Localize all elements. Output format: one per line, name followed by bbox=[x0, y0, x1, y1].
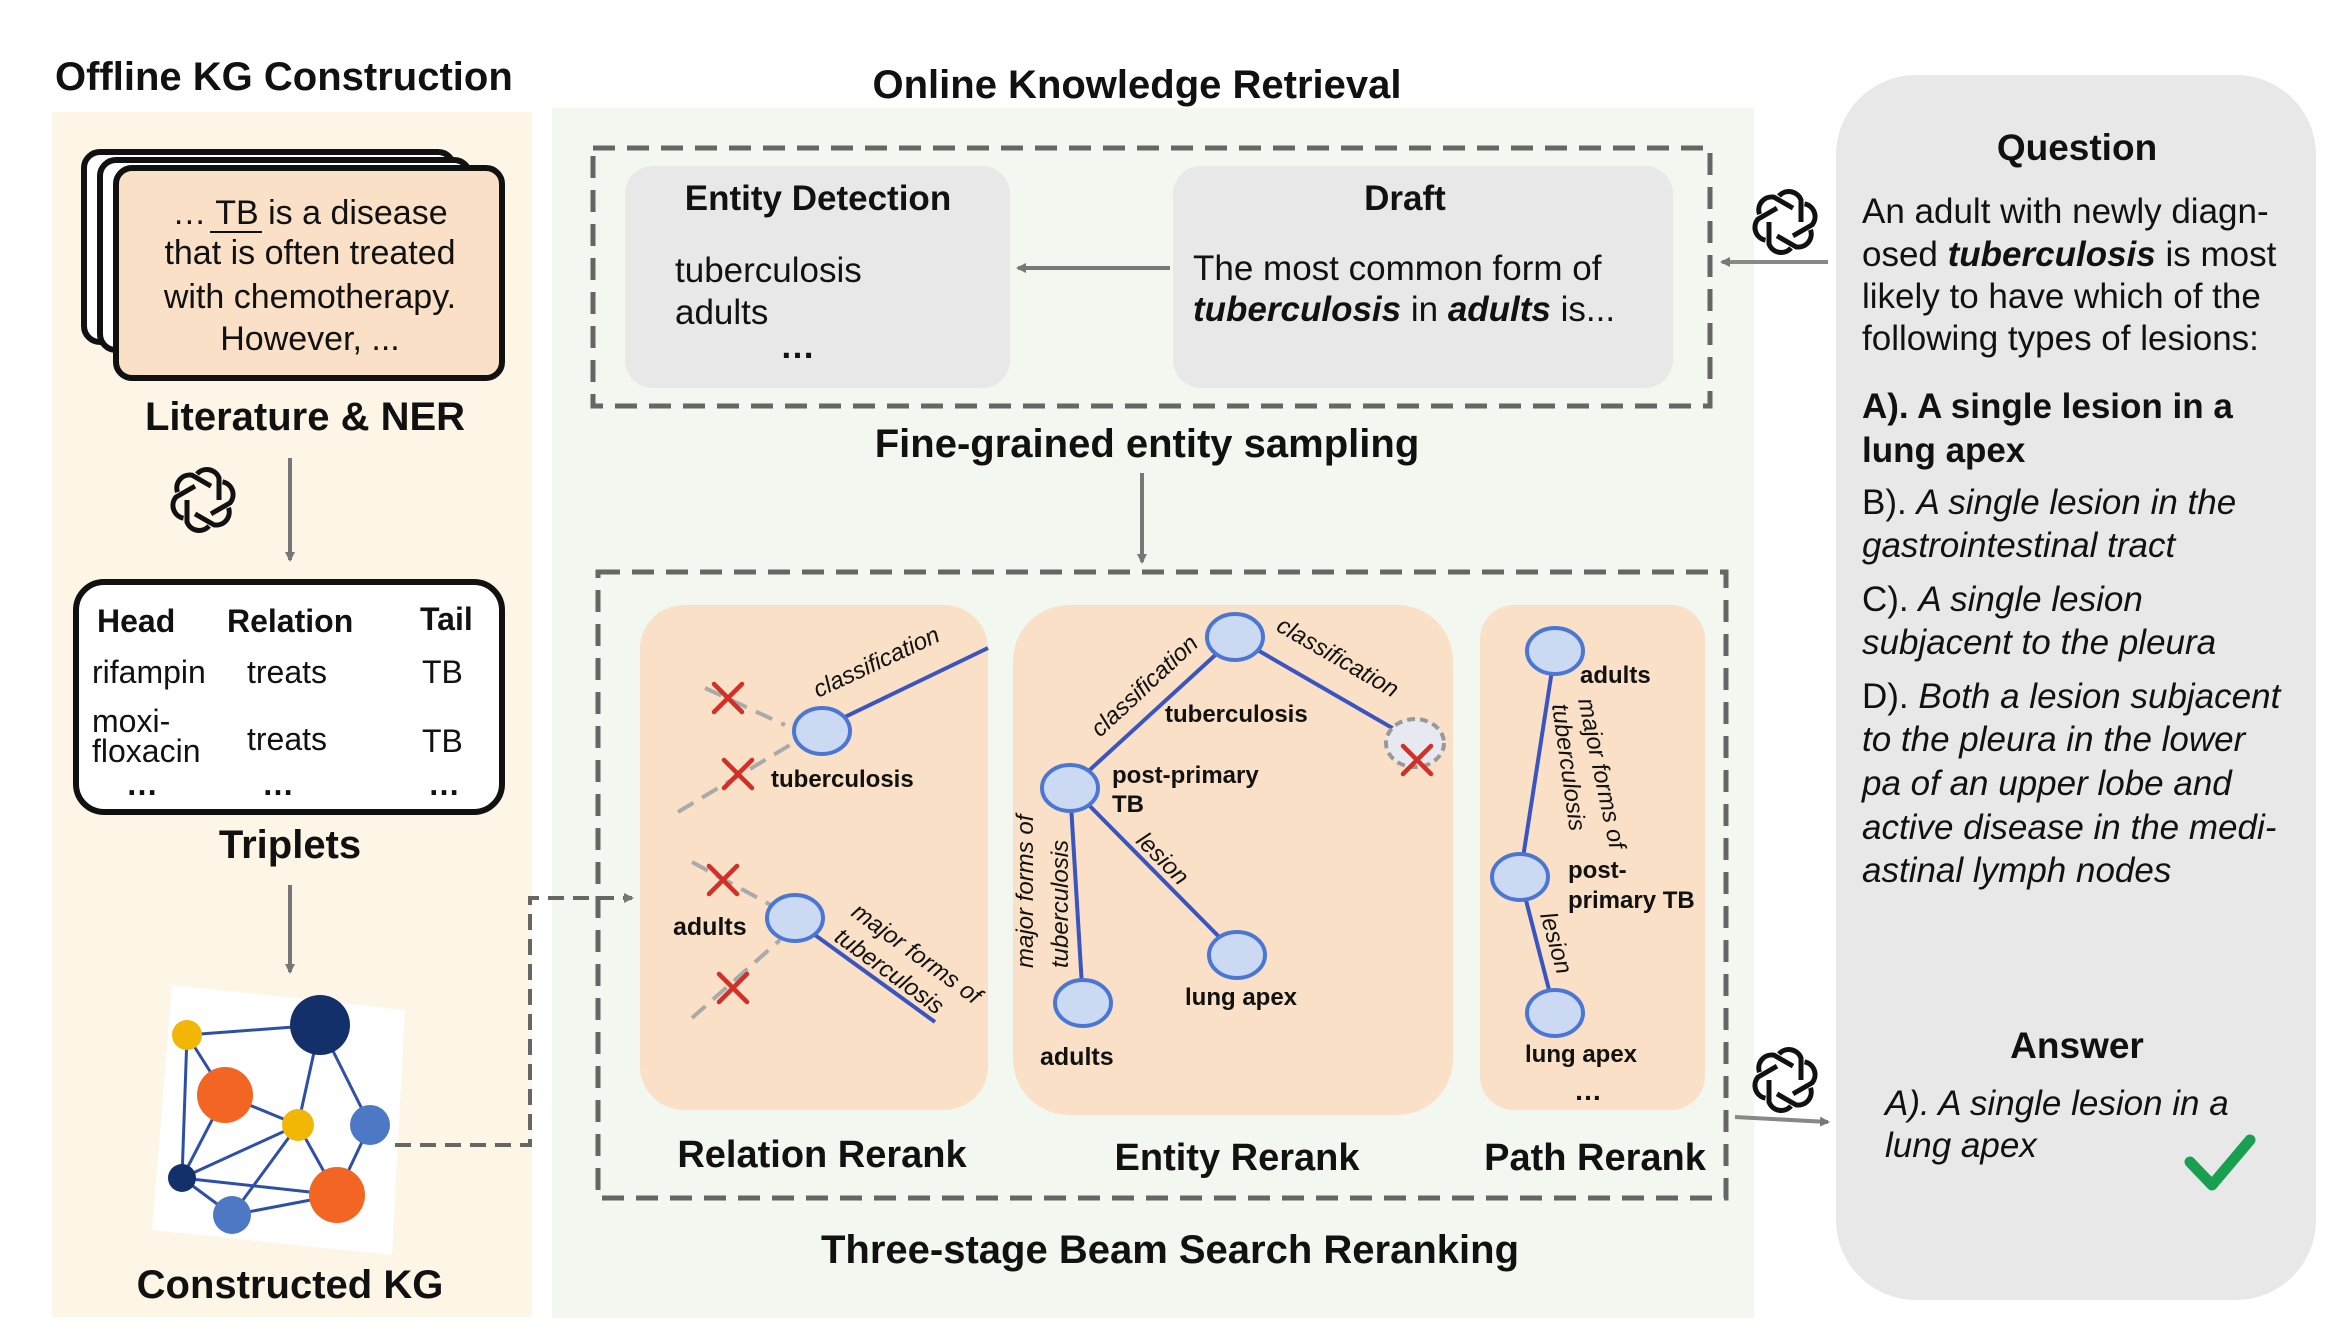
option-a-line-2: lung apex bbox=[1862, 431, 2026, 470]
offline-title: Offline KG Construction bbox=[55, 55, 513, 99]
answer-title: Answer bbox=[2010, 1025, 2144, 1066]
path-rerank-graph bbox=[1490, 626, 1585, 1038]
option-b-line-2: gastrointestinal tract bbox=[1862, 526, 2176, 565]
triplet-row1-head: rifampin bbox=[92, 654, 206, 690]
answer-line-2: lung apex bbox=[1885, 1126, 2038, 1165]
green-check-icon bbox=[2184, 1134, 2256, 1191]
kg-label: Constructed KG bbox=[137, 1263, 444, 1307]
option-b-line-1: B). A single lesion in the bbox=[1862, 483, 2236, 522]
draft-line-1: The most common form of bbox=[1193, 249, 1602, 288]
triplet-row1-tail: TB bbox=[422, 654, 463, 690]
openai-logo-icon bbox=[1751, 1050, 1820, 1111]
option-d-line-1: D). Both a lesion subjacent bbox=[1862, 677, 2282, 716]
triplets-header-relation: Relation bbox=[227, 603, 353, 639]
option-d-line-2: to the pleura in the lower bbox=[1862, 720, 2247, 759]
pr-node-post-primary-1: post- bbox=[1568, 857, 1627, 884]
pr-more: … bbox=[1574, 1075, 1602, 1106]
entity-item-2: adults bbox=[675, 293, 768, 332]
draft-line-2: tuberculosis in adults is... bbox=[1193, 290, 1615, 329]
online-title: Online Knowledge Retrieval bbox=[872, 63, 1401, 107]
entity-detection-box bbox=[625, 166, 1010, 388]
triplet-row2-head-b: floxacin bbox=[92, 733, 201, 769]
triplet-row2-relation: treats bbox=[247, 721, 327, 757]
triplet-row2-tail: TB bbox=[422, 723, 463, 759]
entity-rerank-graph bbox=[1040, 612, 1446, 1028]
entity-item-1: tuberculosis bbox=[675, 251, 862, 290]
sampling-label: Fine-grained entity sampling bbox=[875, 422, 1420, 466]
question-line-1: An adult with newly diagn- bbox=[1862, 192, 2269, 231]
relation-rerank-graph bbox=[676, 646, 989, 1024]
er-node-post-primary-2: TB bbox=[1112, 791, 1144, 818]
question-line-4: following types of lesions: bbox=[1862, 319, 2259, 358]
answer-line-1: A). A single lesion in a bbox=[1883, 1084, 2229, 1123]
question-panel bbox=[1836, 75, 2316, 1300]
sampling-dashed-box bbox=[590, 145, 1713, 409]
relation-rerank-label: Relation Rerank bbox=[677, 1134, 967, 1176]
option-c-line-2: subjacent to the pleura bbox=[1862, 623, 2216, 662]
rr-node-adults: adults bbox=[673, 913, 747, 941]
triplet-row1-relation: treats bbox=[247, 654, 327, 690]
question-title: Question bbox=[1997, 127, 2157, 168]
option-d-line-4: active disease in the medi- bbox=[1862, 808, 2276, 847]
pr-node-adults: adults bbox=[1580, 662, 1651, 689]
option-a-line-1: A). A single lesion in a bbox=[1862, 387, 2233, 426]
rr-node-tuberculosis: tuberculosis bbox=[771, 766, 914, 793]
er-edge-major-2: tuberculosis bbox=[1047, 840, 1074, 968]
er-edge-major-1: major forms of bbox=[1012, 812, 1039, 968]
beam-label: Three-stage Beam Search Reranking bbox=[821, 1228, 1519, 1272]
triplet-row3-tail: … bbox=[428, 766, 460, 802]
openai-logo-icon bbox=[1751, 192, 1820, 253]
literature-label: Literature & NER bbox=[145, 395, 465, 439]
draft-title: Draft bbox=[1364, 179, 1446, 218]
arrow-rerank-to-answer bbox=[1734, 1115, 1830, 1127]
triplet-row2-head-a: moxi- bbox=[92, 703, 170, 739]
doc-line-1: … TB is a disease bbox=[172, 194, 447, 232]
path-rerank-label: Path Rerank bbox=[1484, 1137, 1707, 1179]
beam-dashed-box bbox=[595, 569, 1729, 1201]
doc-line-4: However, ... bbox=[220, 320, 400, 358]
er-node-adults: adults bbox=[1040, 1043, 1114, 1071]
doc-line-3: with chemotherapy. bbox=[163, 278, 456, 316]
triplet-row3-head: … bbox=[126, 766, 158, 802]
option-c-line-1: C). A single lesion bbox=[1862, 580, 2143, 619]
triplets-header-tail: Tail bbox=[420, 601, 473, 637]
option-d-line-3: pa of an upper lobe and bbox=[1861, 764, 2233, 803]
arrow-kg-to-rerank bbox=[395, 893, 634, 1147]
pr-node-post-primary-2: primary TB bbox=[1568, 887, 1695, 914]
entity-item-3: … bbox=[780, 327, 815, 366]
entity-rerank-card bbox=[1013, 605, 1453, 1115]
er-node-post-primary-1: post-primary bbox=[1112, 762, 1259, 789]
triplets-label: Triplets bbox=[219, 823, 361, 867]
entity-detection-title: Entity Detection bbox=[685, 179, 951, 218]
triplet-row3-relation: … bbox=[262, 766, 294, 802]
path-rerank-card bbox=[1480, 605, 1705, 1110]
er-node-lung-apex: lung apex bbox=[1185, 984, 1298, 1011]
option-d-line-5: astinal lymph nodes bbox=[1862, 851, 2171, 890]
knowledge-graph-icon bbox=[152, 985, 405, 1255]
triplets-box bbox=[73, 579, 505, 815]
er-node-tuberculosis: tuberculosis bbox=[1165, 701, 1308, 728]
question-line-3: likely to have which of the bbox=[1862, 277, 2261, 316]
question-line-2: osed tuberculosis is most bbox=[1862, 235, 2277, 274]
literature-stack bbox=[81, 149, 505, 381]
draft-box bbox=[1173, 166, 1673, 388]
triplets-header-head: Head bbox=[97, 603, 175, 639]
pr-node-lung-apex: lung apex bbox=[1525, 1041, 1638, 1068]
doc-line-2: that is often treated bbox=[164, 234, 455, 272]
entity-rerank-label: Entity Rerank bbox=[1115, 1137, 1361, 1179]
